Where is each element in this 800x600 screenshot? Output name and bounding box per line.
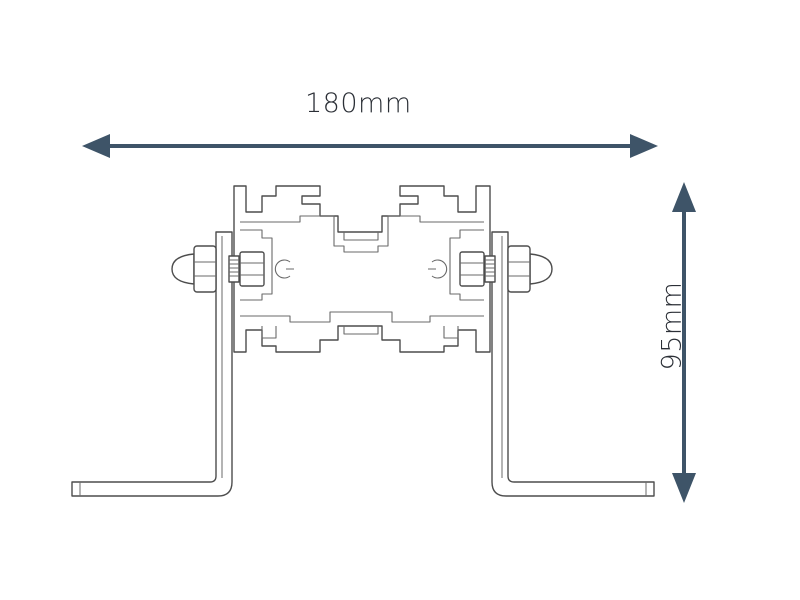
right-mounting-bracket [491,231,655,497]
left-bolt-assembly [171,245,265,293]
aluminium-profile [233,185,491,353]
height-dimension-label: 95mm [656,281,688,371]
height-dimension-arrow [672,182,696,503]
right-bolt-assembly [459,245,553,293]
width-dimension-arrow [82,134,658,158]
width-dimension-label: 180mm [305,88,412,119]
